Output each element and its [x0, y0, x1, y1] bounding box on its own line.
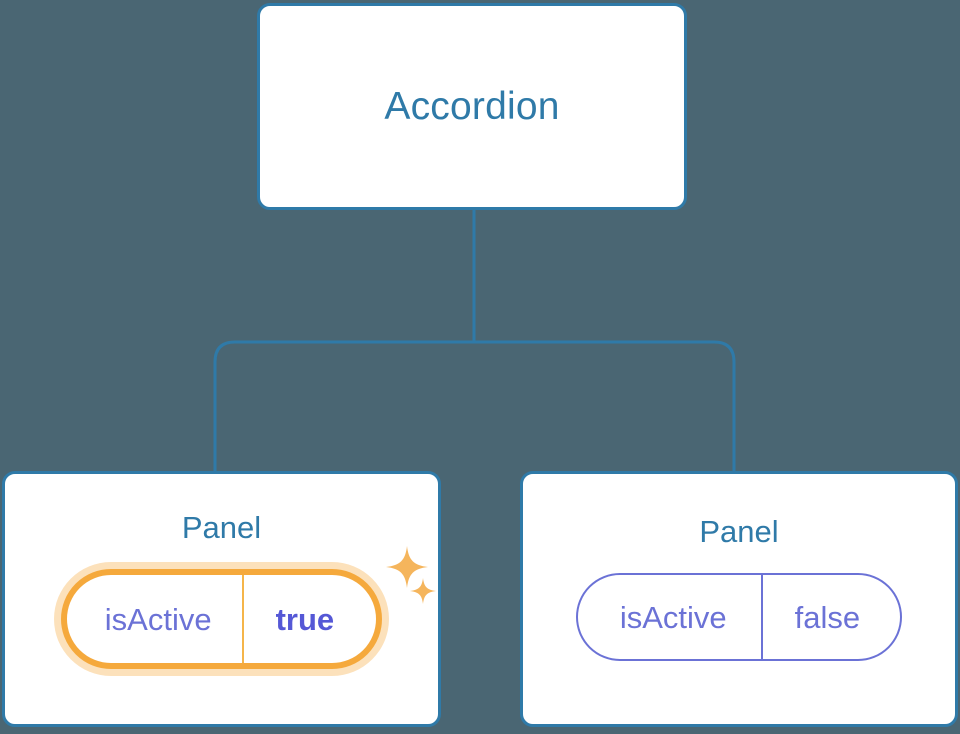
- prop-key-right: isActive: [619, 599, 727, 635]
- prop-pill-wrap-right: isActive false: [523, 573, 955, 661]
- prop-pill-wrap-left: isActive true: [5, 569, 438, 669]
- prop-value-right: false: [760, 575, 900, 659]
- node-accordion[interactable]: Accordion: [257, 3, 687, 210]
- prop-pill-isactive-true[interactable]: isActive true: [60, 569, 383, 669]
- prop-value-left: true: [241, 575, 377, 663]
- node-panel-left-label: Panel: [181, 510, 262, 545]
- node-accordion-label: Accordion: [384, 85, 560, 128]
- prop-key-left: isActive: [104, 601, 212, 637]
- node-panel-right-label: Panel: [699, 514, 779, 549]
- node-panel-right[interactable]: Panel isActive false: [520, 471, 958, 727]
- node-panel-left[interactable]: Panel isActive true: [2, 471, 441, 727]
- prop-pill-isactive-false[interactable]: isActive false: [575, 573, 903, 661]
- connector-branch-bus: [213, 340, 736, 471]
